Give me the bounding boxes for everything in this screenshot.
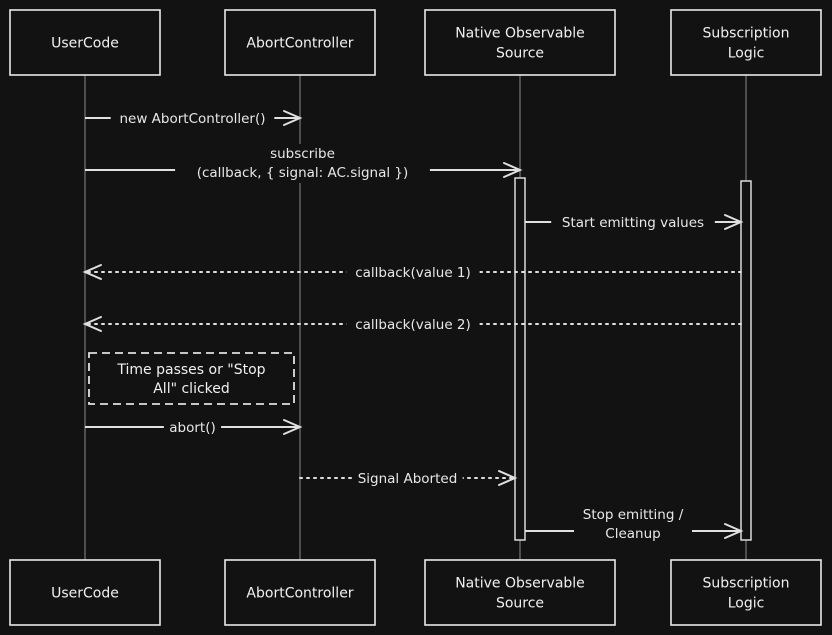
actor-label: AbortController: [246, 586, 353, 602]
message-label: new AbortController(): [119, 111, 265, 127]
actor-label: UserCode: [51, 586, 119, 602]
actor-label: AbortController: [246, 36, 353, 52]
arrowhead: [724, 523, 744, 539]
actor-box: [424, 559, 616, 626]
arrowhead: [283, 110, 303, 126]
actor-label: UserCode: [51, 36, 119, 52]
message-label: callback(value 1): [355, 265, 471, 281]
arrowhead: [82, 316, 102, 332]
actor-label: Source: [496, 46, 544, 62]
message-label: abort(): [169, 420, 215, 436]
label-background: [574, 505, 692, 544]
actor-label: Subscription: [703, 26, 790, 42]
message-label: Start emitting values: [562, 215, 704, 231]
message-label: Signal Aborted: [358, 471, 458, 487]
actor-label: Native Observable: [455, 576, 585, 592]
message-7: Signal Aborted: [299, 469, 518, 489]
message-label: (callback, { signal: AC.signal }): [197, 165, 409, 181]
actor-abort-top: AbortController: [224, 9, 376, 76]
label-background: [175, 144, 430, 183]
label-background: [163, 418, 222, 438]
message-6: abort(): [85, 418, 303, 438]
arrowhead: [283, 419, 303, 435]
message-1: new AbortController(): [85, 109, 303, 129]
actor-user-top: UserCode: [9, 9, 161, 76]
actors-bottom: UserCode AbortController Native Observable…: [9, 559, 822, 626]
activation-logic: [740, 180, 752, 541]
actor-label: Logic: [728, 46, 765, 62]
actor-box: [670, 9, 822, 76]
arrowhead: [724, 214, 744, 230]
message-label: subscribe: [270, 146, 335, 162]
message-label: callback(value 2): [355, 317, 471, 333]
label-background: [346, 315, 480, 335]
actor-box: [224, 559, 376, 626]
actor-label: Subscription: [703, 576, 790, 592]
message-3: Start emitting values: [525, 213, 744, 233]
actor-user-bottom: UserCode: [9, 559, 161, 626]
messages: new AbortController() subscribe (callback,…: [82, 109, 744, 544]
actor-label: Source: [496, 596, 544, 612]
note-label: All" clicked: [153, 381, 230, 397]
label-background: [551, 213, 715, 233]
message-label: Stop emitting /: [583, 507, 684, 523]
arrowhead: [82, 264, 102, 280]
message-2: subscribe (callback, { signal: AC.signal …: [85, 144, 523, 183]
note-label: Time passes or "Stop: [116, 362, 265, 378]
actor-box: [670, 559, 822, 626]
activation-native: [514, 177, 526, 541]
actor-box: [9, 9, 161, 76]
actor-abort-bottom: AbortController: [224, 559, 376, 626]
message-4: callback(value 1): [82, 263, 742, 283]
arrowhead: [498, 470, 518, 486]
message-label: Cleanup: [605, 526, 660, 542]
note-box: [88, 352, 295, 405]
label-background: [352, 469, 463, 489]
actor-box: [9, 559, 161, 626]
message-5: callback(value 2): [82, 315, 742, 335]
actor-box: [424, 9, 616, 76]
arrowhead: [503, 162, 523, 178]
activations: [514, 177, 752, 541]
actor-box: [224, 9, 376, 76]
message-8: Stop emitting / Cleanup: [525, 505, 744, 544]
label-background: [110, 109, 275, 129]
label-background: [346, 263, 480, 283]
actor-label: Native Observable: [455, 26, 585, 42]
actors-top: UserCode AbortController Native Observable…: [9, 9, 822, 76]
actor-label: Logic: [728, 596, 765, 612]
